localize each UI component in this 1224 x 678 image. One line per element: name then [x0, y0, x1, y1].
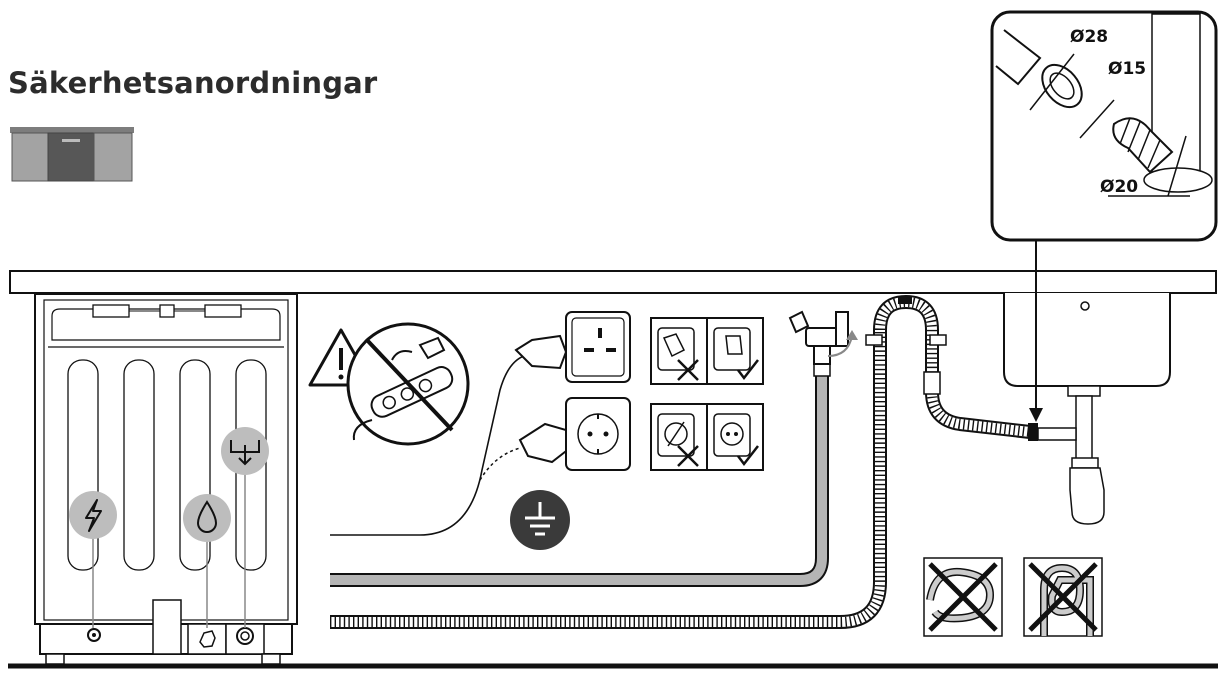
dimension-label: Ø28 — [1070, 27, 1108, 47]
drain-hose — [330, 294, 1038, 629]
cross-icon — [677, 359, 699, 381]
plug-orientation-comparison — [650, 317, 764, 471]
sink — [1003, 293, 1171, 525]
checkmark-icon — [737, 445, 759, 467]
dishwasher — [34, 293, 298, 665]
dimension-label: Ø20 — [1100, 177, 1138, 197]
drain-badge — [221, 427, 269, 475]
schuko-socket — [565, 397, 631, 471]
checkmark-icon — [737, 359, 759, 381]
drain-icon — [230, 440, 260, 466]
built-in-cabinet-icon — [10, 127, 134, 182]
no-power-strip-icon — [346, 322, 470, 446]
water-tap — [788, 310, 858, 365]
uk-socket — [565, 311, 631, 383]
cross-icon — [677, 445, 699, 467]
no-kinked-hose-right — [1023, 557, 1103, 637]
water-drop-icon — [196, 500, 218, 533]
water-badge — [183, 494, 231, 542]
hose-connection-detail: Ø28 Ø15 Ø20 — [990, 10, 1218, 242]
electricity-badge — [69, 491, 117, 539]
no-kinked-hose-left — [923, 557, 1003, 637]
page-title: Säkerhetsanordningar — [8, 66, 378, 100]
dimension-label: Ø15 — [1108, 59, 1146, 79]
power-cord — [330, 355, 525, 536]
ground-earth-icon — [510, 490, 570, 550]
lightning-icon — [85, 499, 102, 532]
countertop — [9, 270, 1217, 294]
